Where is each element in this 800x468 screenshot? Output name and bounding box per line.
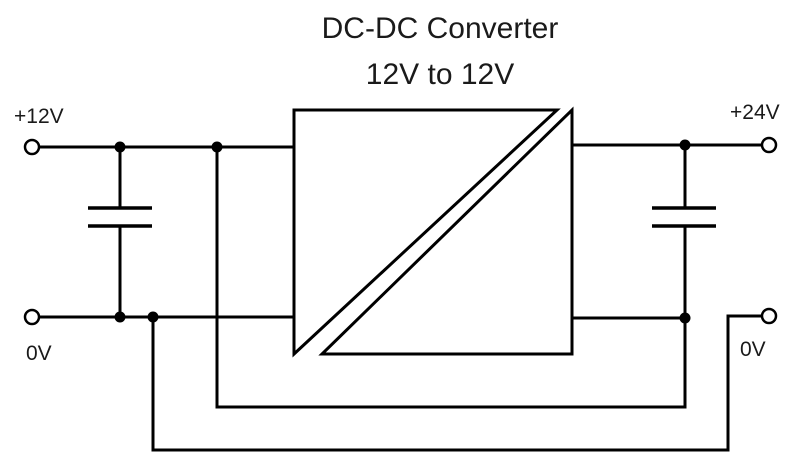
- converter-input-half: [292, 108, 561, 358]
- output-capacitor: [652, 143, 716, 320]
- input-ground-label: 0V: [26, 342, 52, 365]
- diagram-subtitle: 12V to 12V: [366, 58, 514, 91]
- output-ground-terminal: [760, 307, 778, 325]
- converter-output-half: [318, 106, 574, 356]
- ground-return-wire: [151, 314, 764, 452]
- positive-feedback-wire: [215, 145, 687, 409]
- input-ground-terminal: [23, 308, 41, 326]
- input-positive-label: +12V: [14, 105, 64, 128]
- junction-dot: [147, 311, 159, 323]
- junction-dot: [679, 312, 691, 324]
- converter-block: [292, 106, 574, 358]
- output-ground-label: 0V: [740, 338, 766, 361]
- input-positive-terminal: [23, 138, 41, 156]
- junction-dot: [114, 311, 126, 323]
- output-positive-label: +24V: [730, 101, 780, 124]
- junction-dot: [211, 141, 223, 153]
- junction-dot: [679, 139, 691, 151]
- output-positive-terminal: [760, 136, 778, 154]
- junction-dot: [114, 141, 126, 153]
- input-capacitor: [88, 145, 152, 319]
- diagram-title: DC-DC Converter: [322, 12, 559, 45]
